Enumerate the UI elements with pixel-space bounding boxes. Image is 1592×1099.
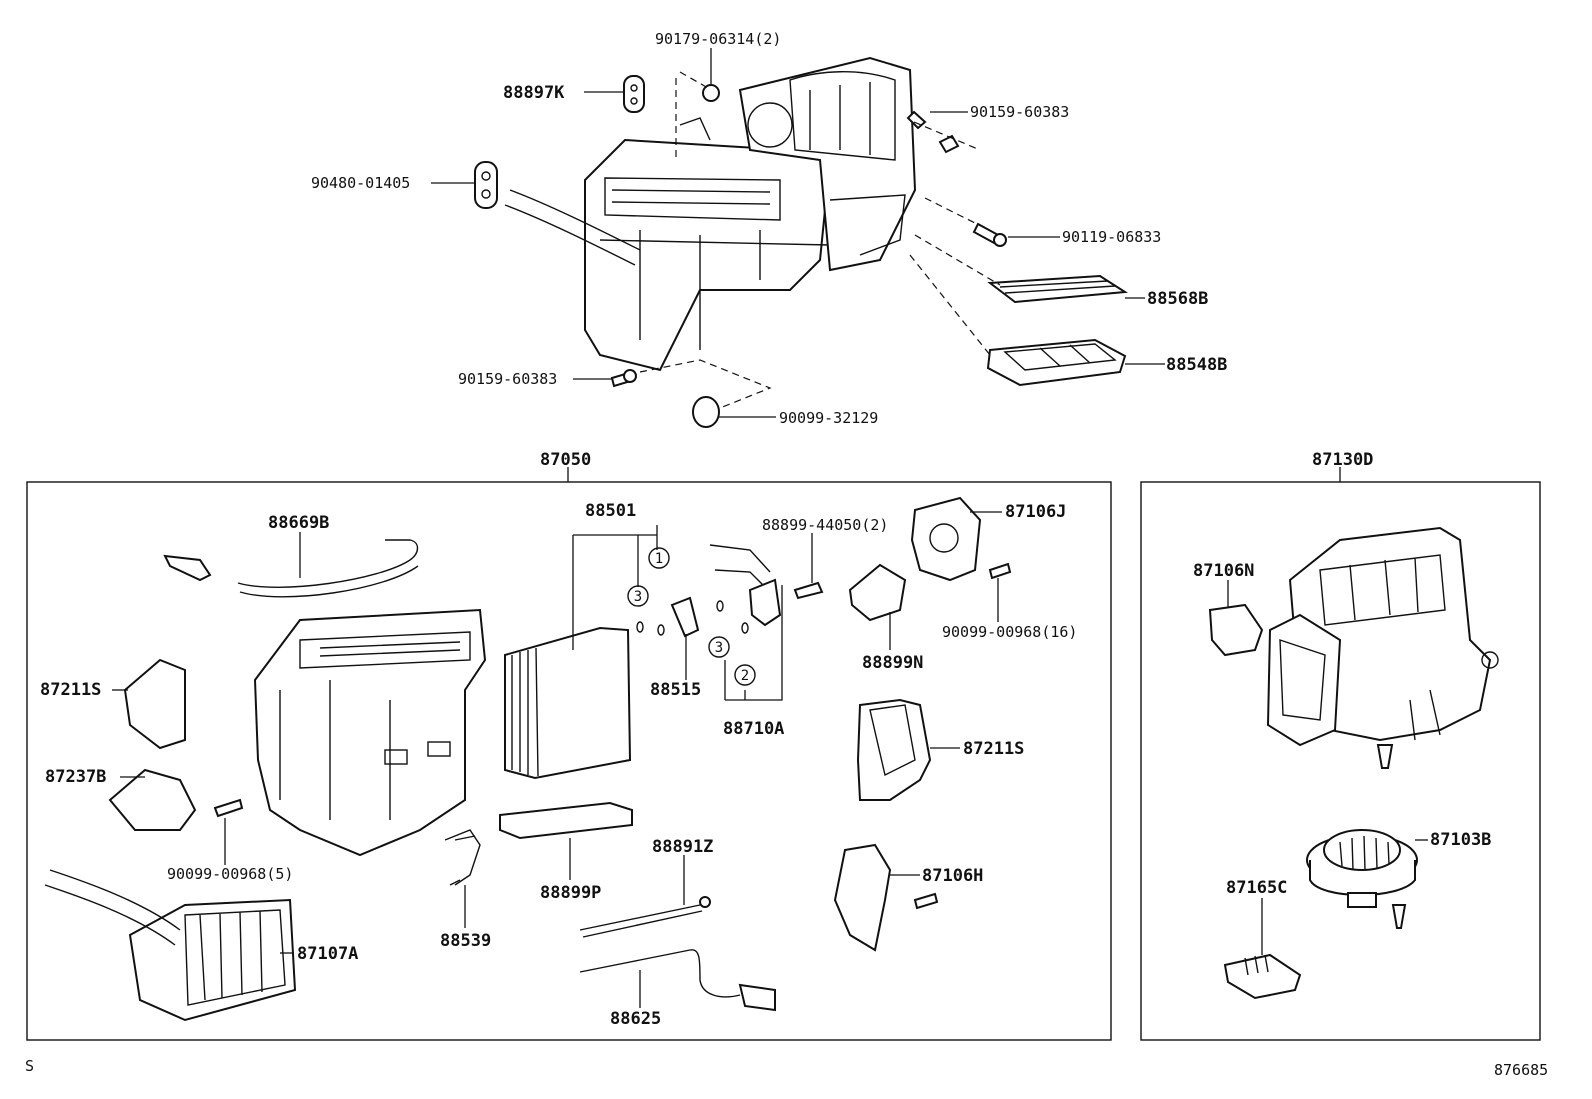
label-90179-06314: 90179-06314(2) — [655, 30, 781, 48]
group-box-87050 — [26, 481, 1112, 1041]
box-87130d-leader-lines — [1227, 580, 1428, 955]
label-88568b: 88568B — [1147, 289, 1208, 309]
callout-2-circle — [734, 664, 756, 686]
gasket-88897k-shape — [623, 75, 645, 113]
label-90119-06833: 90119-06833 — [1062, 228, 1161, 246]
label-88669b: 88669B — [268, 513, 329, 533]
callout-1-circle — [648, 547, 670, 569]
callout-1: 1 — [655, 551, 663, 567]
label-87106n: 87106N — [1193, 561, 1254, 581]
label-88539: 88539 — [440, 931, 491, 951]
heater-unit-parts-drawing — [44, 496, 1012, 1022]
label-88625: 88625 — [610, 1009, 661, 1029]
label-88899-44050: 88899-44050(2) — [762, 516, 888, 534]
corner-left-mark: S — [25, 1057, 34, 1075]
callout-2: 2 — [741, 668, 749, 684]
label-87211s-left: 87211S — [40, 680, 101, 700]
label-87165c: 87165C — [1226, 878, 1287, 898]
callout-circles: 1 3 3 2 — [627, 547, 756, 686]
label-87211s-right: 87211S — [963, 739, 1024, 759]
callout-3a: 3 — [634, 589, 642, 605]
label-87050: 87050 — [540, 450, 591, 470]
top-leader-lines — [431, 48, 1165, 418]
label-90099-00968-5: 90099-00968(5) — [167, 865, 293, 883]
callout-3a-circle — [627, 585, 649, 607]
label-88501: 88501 — [585, 501, 636, 521]
label-88899n: 88899N — [862, 653, 923, 673]
label-87130d: 87130D — [1312, 450, 1373, 470]
box-87050-leader-lines — [112, 511, 1002, 1008]
label-87107a: 87107A — [297, 944, 358, 964]
box-87130d-labels: 87106N 87103B 87165C — [1193, 561, 1491, 898]
label-90159-60383-bottom: 90159-60383 — [458, 370, 557, 388]
box-87050-labels: 88669B 88501 88899-44050(2) 87106J 90099… — [40, 501, 1077, 1029]
callout-3b: 3 — [715, 640, 723, 656]
gasket-90480-shape — [474, 161, 498, 209]
label-90159-60383-top: 90159-60383 — [970, 103, 1069, 121]
label-87106j: 87106J — [1005, 502, 1066, 522]
label-88710a: 88710A — [723, 719, 784, 739]
label-88899p: 88899P — [540, 883, 601, 903]
label-88891z: 88891Z — [652, 837, 713, 857]
blower-unit-parts-drawing — [1208, 526, 1499, 1000]
heater-blower-assembly-drawing — [474, 56, 1128, 428]
label-88548b: 88548B — [1166, 355, 1227, 375]
label-88897k: 88897K — [503, 83, 565, 103]
label-90099-32129: 90099-32129 — [779, 409, 878, 427]
top-part-labels: 90179-06314(2) 88897K 90159-60383 90480-… — [311, 30, 1227, 427]
label-87237b: 87237B — [45, 767, 106, 787]
label-87103b: 87103B — [1430, 830, 1491, 850]
label-88515: 88515 — [650, 680, 701, 700]
label-87106h: 87106H — [922, 866, 983, 886]
label-90099-00968-16: 90099-00968(16) — [942, 623, 1077, 641]
callout-3b-circle — [708, 636, 730, 658]
label-90480-01405: 90480-01405 — [311, 174, 410, 192]
figure-number: 876685 — [1494, 1061, 1548, 1079]
